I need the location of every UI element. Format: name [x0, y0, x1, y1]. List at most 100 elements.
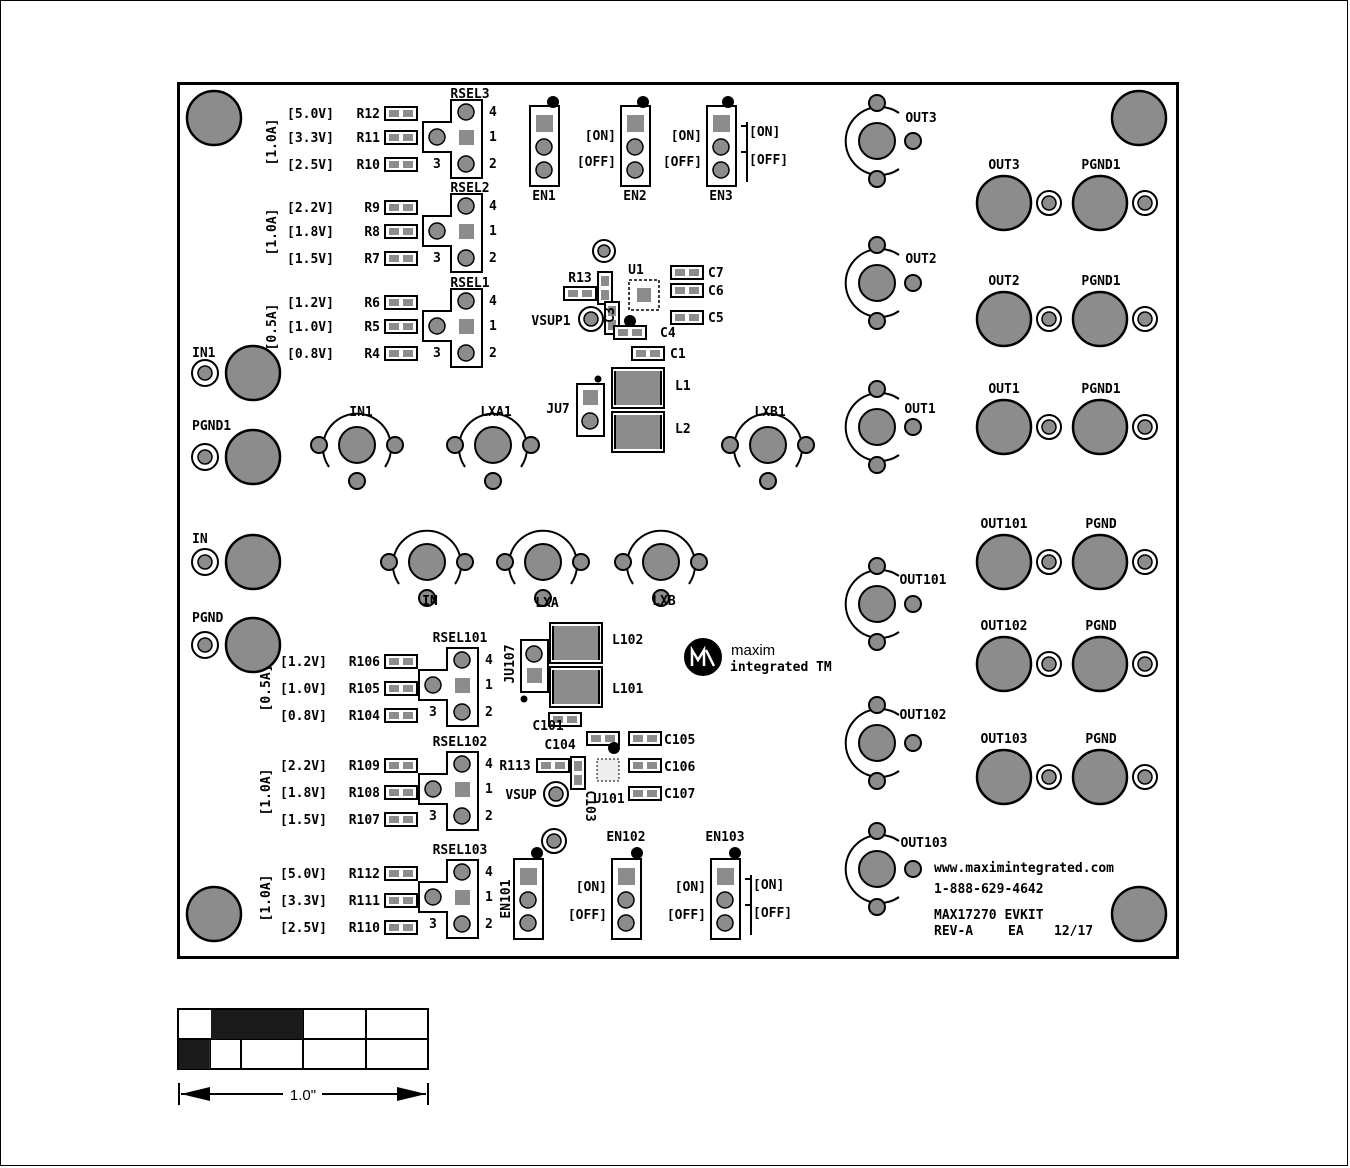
resistor-ref: R10	[357, 158, 381, 173]
resistor-ref: R110	[349, 921, 380, 936]
pad-label: PGND	[1085, 732, 1116, 747]
resistor-ref: R112	[349, 867, 380, 882]
voltage-label: [2.2V]	[287, 201, 334, 216]
pin-number: 1	[489, 130, 497, 145]
jack-hole	[1041, 311, 1057, 327]
resistor-footprint	[384, 758, 418, 773]
jack-hole	[197, 365, 213, 381]
inductor-l2	[611, 411, 665, 453]
pin-number: 4	[489, 105, 497, 120]
jack-pad	[975, 533, 1033, 591]
test-point	[844, 822, 922, 916]
jumper-pin-square	[627, 115, 644, 132]
header-pin-square	[455, 678, 470, 693]
header-pin	[453, 915, 471, 933]
test-point-label: OUT1	[904, 402, 935, 417]
mounting-hole	[1110, 89, 1168, 147]
voltage-label: [1.8V]	[287, 225, 334, 240]
jumper-pin-square	[618, 868, 635, 885]
jumper-pin	[716, 891, 734, 909]
test-point	[496, 529, 590, 607]
jack-hole	[1137, 554, 1153, 570]
jumper-on-label: [ON]	[753, 878, 784, 893]
voltage-label: [2.5V]	[287, 158, 334, 173]
inductor-l102	[549, 622, 603, 664]
bracket	[741, 151, 748, 182]
jumper-off-label: [OFF]	[753, 906, 792, 921]
jumper-pin	[626, 138, 644, 156]
jack-pad	[1071, 174, 1129, 232]
jack-hole	[1137, 311, 1153, 327]
pin-number: 3	[433, 251, 441, 266]
info-model: MAX17270 EVKIT	[934, 908, 1044, 923]
resistor-ref: R107	[349, 813, 380, 828]
pin-number: 4	[489, 294, 497, 309]
header-pin	[453, 863, 471, 881]
test-point	[721, 412, 815, 490]
test-point-label: LXA	[535, 596, 559, 611]
resistor-ref: R108	[349, 786, 380, 801]
test-point-label: IN	[422, 594, 438, 609]
pin-number: 4	[489, 199, 497, 214]
pin-number: 1	[489, 224, 497, 239]
test-point-label: OUT3	[905, 111, 936, 126]
resistor-ref: R9	[364, 201, 380, 216]
jack-hole	[1041, 656, 1057, 672]
component-ref: R13	[568, 271, 591, 286]
pad-label: OUT101	[981, 517, 1028, 532]
pin-number: 4	[485, 653, 493, 668]
component-ref: C4	[660, 326, 676, 341]
ju7-pin	[581, 412, 599, 430]
pin1-dot	[722, 96, 734, 108]
logo-text: maxim	[731, 642, 775, 659]
jack-pad	[975, 748, 1033, 806]
component-ref: C106	[664, 760, 695, 775]
resistor-ref: R106	[349, 655, 380, 670]
component-ref: L2	[675, 422, 691, 437]
current-rating: [0.5A]	[265, 304, 280, 351]
jack-pad	[224, 533, 282, 591]
component-ref: JU107	[503, 644, 518, 683]
jack-pad	[224, 428, 282, 486]
maxim-logo-mark	[690, 645, 716, 667]
test-point	[844, 380, 922, 474]
c1-footprint	[631, 346, 665, 361]
pin1-dot	[547, 96, 559, 108]
pin-number: 3	[429, 917, 437, 932]
jumper-pin	[519, 914, 537, 932]
component-ref: C105	[664, 733, 695, 748]
header-pin	[428, 222, 446, 240]
pad-label: OUT103	[981, 732, 1028, 747]
test-point	[380, 529, 474, 607]
selector-label: RSEL103	[433, 843, 488, 858]
voltage-label: [0.8V]	[287, 347, 334, 362]
jack-hole	[197, 637, 213, 653]
component-ref: C6	[708, 284, 724, 299]
resistor-footprint	[384, 866, 418, 881]
jumper-label: EN102	[606, 830, 645, 845]
pin-number: 1	[485, 782, 493, 797]
resistor-footprint	[384, 251, 418, 266]
current-rating: [1.0A]	[265, 209, 280, 256]
header-pin	[428, 317, 446, 335]
resistor-footprint	[384, 157, 418, 172]
jack-hole	[1041, 419, 1057, 435]
test-point-label: OUT2	[905, 252, 936, 267]
component-ref: U1	[628, 263, 644, 278]
header-pin	[457, 103, 475, 121]
jack-hole	[1137, 195, 1153, 211]
vsup-hole	[548, 786, 564, 802]
resistor-ref: R104	[349, 709, 380, 724]
resistor-ref: R8	[364, 225, 380, 240]
jumper-on-label: [ON]	[585, 129, 616, 144]
ju107-pin	[525, 645, 543, 663]
resistor-footprint	[384, 130, 418, 145]
test-point	[844, 236, 922, 330]
c107-footprint	[628, 786, 662, 801]
test-point-label: IN1	[349, 405, 373, 420]
test-point-label: LXB	[652, 594, 676, 609]
header-pin-square	[459, 224, 474, 239]
test-point	[614, 529, 708, 607]
jumper-pin	[617, 891, 635, 909]
pin-number: 3	[433, 346, 441, 361]
